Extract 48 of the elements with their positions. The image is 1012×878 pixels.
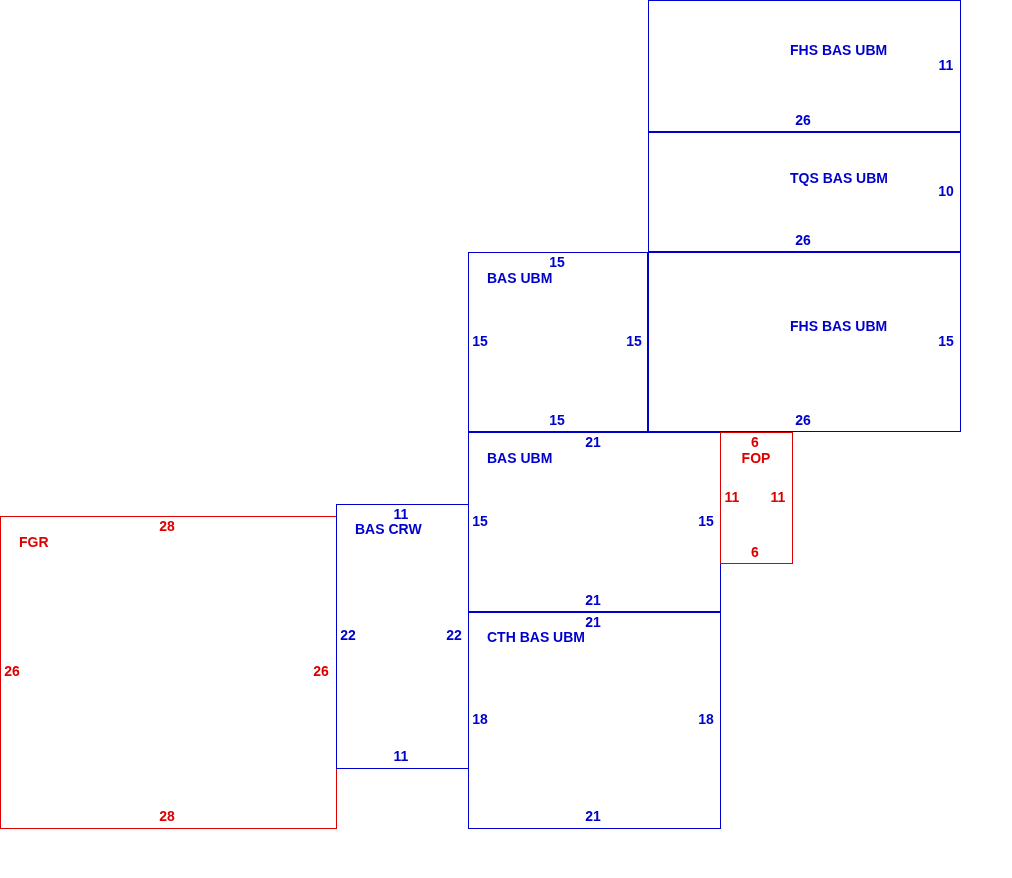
dimension-label: 28	[159, 807, 175, 825]
dimension-label: 21	[585, 433, 601, 451]
room-box	[336, 504, 469, 769]
dimension-label: 22	[340, 626, 356, 644]
dimension-label: 15	[472, 512, 488, 530]
dimension-label: 10	[938, 182, 954, 200]
dimension-label: 15	[698, 512, 714, 530]
room-code-label: CTH BAS UBM	[487, 629, 585, 646]
dimension-label: 15	[472, 332, 488, 350]
room-box	[468, 252, 648, 432]
dimension-label: 26	[795, 411, 811, 429]
dimension-label: 18	[698, 710, 714, 728]
dimension-label: 21	[585, 591, 601, 609]
dimension-label: 21	[585, 613, 601, 631]
room-code-label: TQS BAS UBM	[790, 170, 888, 187]
dimension-label: 18	[472, 710, 488, 728]
dimension-label: 11	[724, 488, 740, 506]
room-box	[648, 132, 961, 252]
room-code-label: FHS BAS UBM	[790, 318, 888, 335]
dimension-label: 11	[938, 56, 954, 74]
dimension-label: 11	[393, 747, 409, 765]
room-code-label: FHS BAS UBM	[790, 42, 888, 59]
dimension-label: 26	[795, 231, 811, 249]
dimension-label: 6	[751, 433, 759, 451]
dimension-label: 22	[446, 626, 462, 644]
room-box	[468, 612, 721, 829]
room-code-label: BAS UBM	[487, 450, 553, 467]
dimension-label: 6	[751, 543, 759, 561]
room-box	[648, 252, 961, 432]
room-code-label: FGR	[19, 534, 49, 551]
dimension-label: 15	[938, 332, 954, 350]
dimension-label: 15	[549, 411, 565, 429]
room-code-label: BAS UBM	[487, 270, 553, 287]
dimension-label: 11	[770, 488, 786, 506]
dimension-label: 26	[795, 111, 811, 129]
dimension-label: FOP	[741, 449, 771, 467]
room-box	[648, 0, 961, 132]
dimension-label: 21	[585, 807, 601, 825]
dimension-label: 28	[159, 517, 175, 535]
dimension-label: 26	[313, 662, 329, 680]
dimension-label: 15	[626, 332, 642, 350]
dimension-label: 26	[4, 662, 20, 680]
room-box	[720, 432, 793, 564]
room-box	[0, 516, 337, 829]
dimension-label: 15	[549, 253, 565, 271]
room-code-label: BAS CRW	[355, 521, 422, 538]
room-box	[468, 432, 721, 612]
dimension-label: 11	[393, 505, 409, 523]
